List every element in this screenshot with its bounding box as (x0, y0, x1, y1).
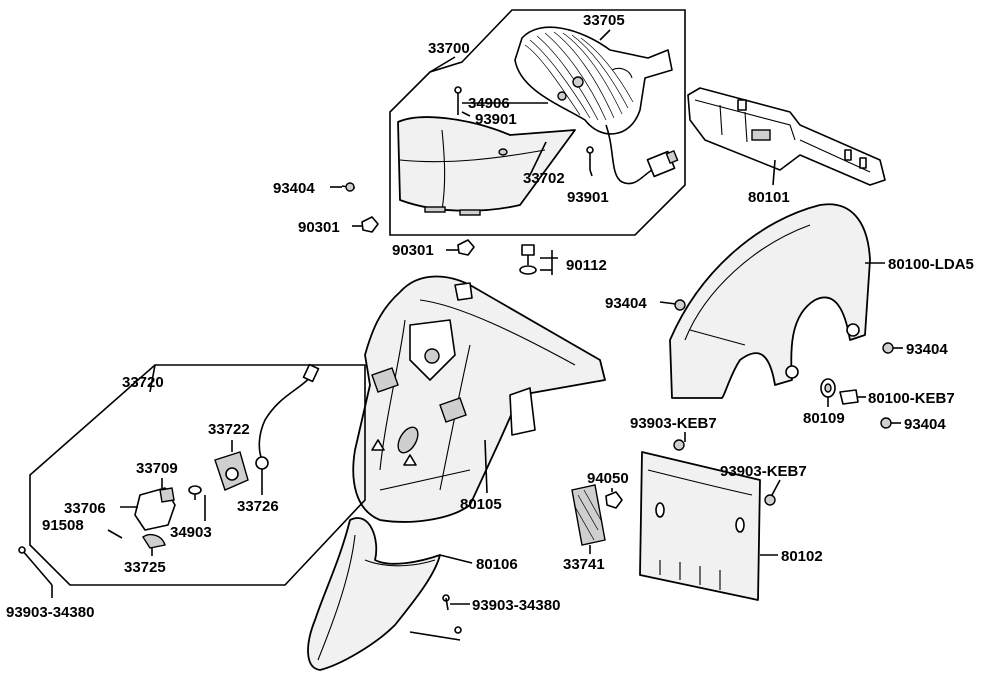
label-33709: 33709 (136, 460, 178, 477)
label-80100-keb7: 80100-KEB7 (868, 390, 955, 407)
spacer-80100-keb7 (839, 389, 859, 405)
screw-93903-left (18, 546, 53, 586)
label-80106: 80106 (476, 556, 518, 573)
screw-93903-center-upper (442, 594, 450, 611)
label-34903: 34903 (170, 524, 212, 541)
bracket-80101 (687, 87, 886, 186)
screw-93903-keb7-lower (764, 494, 776, 506)
label-33706: 33706 (64, 500, 106, 517)
label-34906: 34906 (468, 95, 510, 112)
bulb-34903 (188, 485, 202, 500)
label-33725: 33725 (124, 559, 166, 576)
label-80109: 80109 (803, 410, 845, 427)
collar-80109 (820, 378, 836, 398)
screw-91508 (107, 529, 123, 539)
license-light-housing-33706 (134, 487, 176, 531)
label-93901-lower: 93901 (567, 189, 609, 206)
nut-94050 (605, 491, 623, 509)
label-33705: 33705 (583, 12, 625, 29)
label-33702: 33702 (523, 170, 565, 187)
label-91508: 91508 (42, 517, 84, 534)
screw-93903-center-lower (409, 626, 462, 641)
reflector-33741 (571, 484, 606, 546)
label-93903-34380-center: 93903-34380 (472, 597, 560, 614)
label-80100-lda5: 80100-LDA5 (888, 256, 974, 273)
label-33726: 33726 (237, 498, 279, 515)
label-90301-left: 90301 (298, 219, 340, 236)
screw-93404-right-upper (882, 342, 894, 354)
label-93404-right-upper: 93404 (906, 341, 948, 358)
label-33700: 33700 (428, 40, 470, 57)
screw-93404-mid (674, 299, 686, 311)
screw-93404-right-lower (880, 417, 892, 429)
leader-lines (51, 29, 903, 605)
label-94050: 94050 (587, 470, 629, 487)
label-93901-upper: 93901 (475, 111, 517, 128)
label-93404-mid: 93404 (605, 295, 647, 312)
group-outline-33700 (389, 9, 686, 236)
label-33741: 33741 (563, 556, 605, 573)
license-light-wire (255, 363, 320, 470)
label-93903-keb7-lower: 93903-KEB7 (720, 463, 807, 480)
group-outline-33720 (29, 364, 366, 586)
label-80102: 80102 (781, 548, 823, 565)
license-plate-bracket-80102 (639, 451, 761, 601)
screw-93901-upper (454, 86, 462, 115)
screw-93901-lower (586, 146, 594, 170)
label-80101: 80101 (748, 189, 790, 206)
nut-90301-center (457, 239, 475, 256)
splash-guard-80106 (307, 517, 441, 671)
label-90112: 90112 (566, 257, 607, 274)
label-93404-left: 93404 (273, 180, 315, 197)
label-93903-34380-left: 93903-34380 (6, 604, 94, 621)
label-93404-right-lower: 93404 (904, 416, 946, 433)
rear-fender-80105 (352, 275, 606, 523)
bolt-90112 (519, 244, 537, 275)
lens-33725 (142, 533, 166, 549)
label-33720: 33720 (122, 374, 164, 391)
license-light-cover-33722 (214, 451, 249, 491)
label-80105: 80105 (460, 496, 502, 513)
tail-cover-panel (397, 116, 576, 216)
screw-93903-keb7-upper (673, 439, 685, 451)
tail-light-housing (514, 26, 673, 135)
label-93903-keb7-upper: 93903-KEB7 (630, 415, 717, 432)
part-labels: 33700 33705 34906 93901 33702 93901 8010… (6, 12, 974, 621)
screw-93404-left (341, 182, 356, 192)
mudguard-80100 (669, 203, 871, 399)
label-33722: 33722 (208, 421, 250, 438)
nut-90301-left (361, 216, 379, 233)
label-90301-center: 90301 (392, 242, 434, 259)
tail-light-connector (605, 124, 679, 185)
